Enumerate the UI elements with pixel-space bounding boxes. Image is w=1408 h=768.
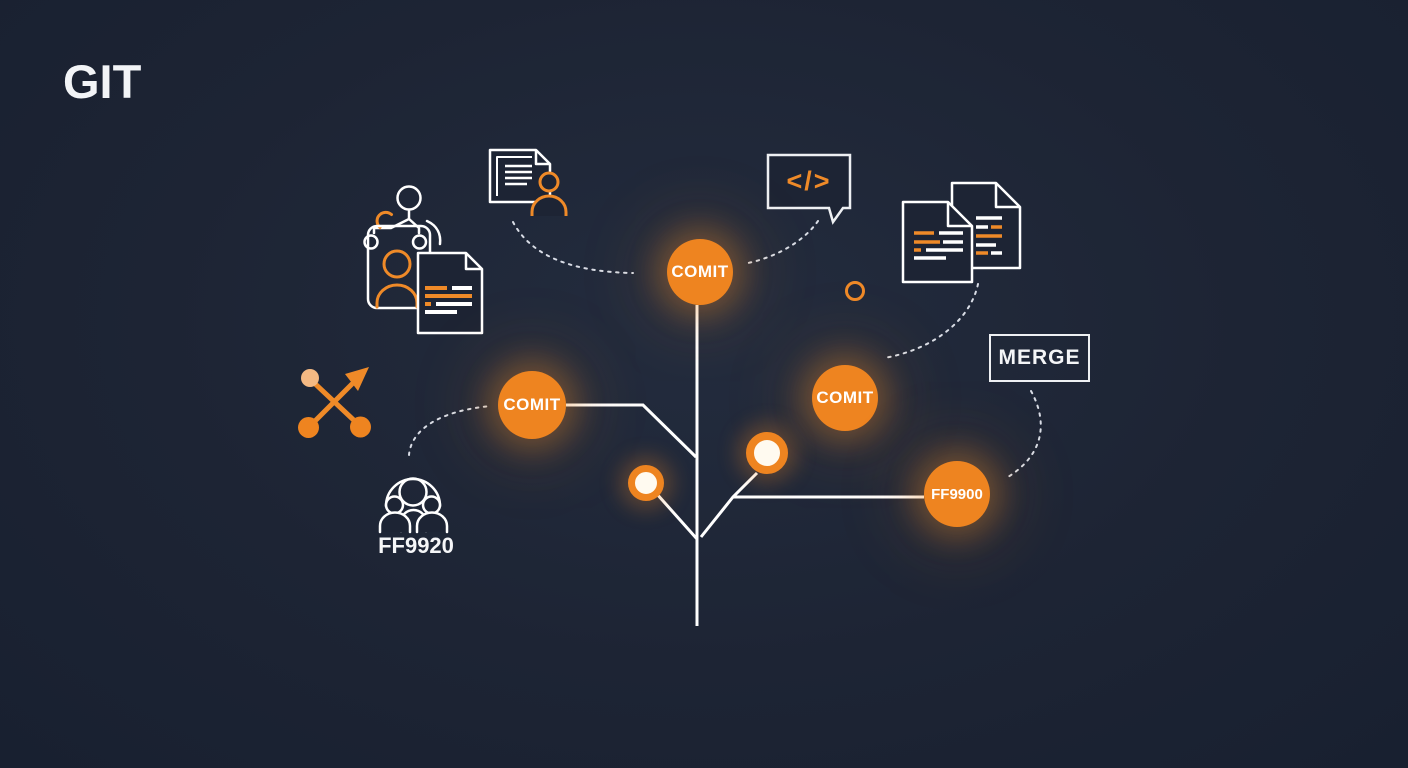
small-circle-outline-icon bbox=[845, 281, 865, 301]
merge-badge-label: MERGE bbox=[998, 346, 1081, 369]
hierarchy-left-connector bbox=[372, 217, 411, 235]
hierarchy-arc bbox=[425, 219, 442, 246]
group-left-shoulders bbox=[378, 511, 412, 534]
cross-dot-right bbox=[350, 416, 371, 438]
cross-dot-left bbox=[298, 417, 319, 438]
cross-line-b bbox=[306, 381, 355, 430]
author-shoulders bbox=[530, 194, 568, 216]
tree-branch-left-commit bbox=[566, 403, 698, 459]
ring-node-left bbox=[628, 465, 664, 501]
document-fold bbox=[464, 253, 482, 271]
arrowhead bbox=[345, 367, 369, 391]
commit-node-top: COMIT bbox=[667, 239, 733, 305]
commit-node-right: COMIT bbox=[812, 365, 878, 431]
tree-branch-right-ring bbox=[699, 471, 759, 538]
member-person-head bbox=[382, 249, 412, 279]
dashed-curve-codebubble-to-top-commit bbox=[747, 220, 819, 264]
stacked-documents-icon bbox=[901, 181, 1022, 284]
author-head bbox=[538, 171, 560, 193]
group-right-shoulders bbox=[415, 511, 449, 534]
front-doc-fold bbox=[946, 202, 972, 228]
tree-branch-left-ring bbox=[654, 492, 699, 540]
back-doc-fold bbox=[994, 183, 1020, 209]
commit-node-label: COMIT bbox=[671, 262, 729, 281]
member-person-shoulders bbox=[375, 283, 419, 309]
document-outline bbox=[416, 251, 484, 335]
dashed-curve-people-to-left-commit bbox=[408, 405, 492, 456]
ring-node-right bbox=[746, 432, 788, 474]
group-left-head bbox=[384, 495, 405, 515]
git-tree-lines bbox=[566, 305, 924, 626]
hierarchy-right-node bbox=[411, 234, 428, 250]
commit-node-label: FF9900 bbox=[931, 485, 983, 503]
doc-inner-border bbox=[496, 156, 532, 196]
people-group-icon bbox=[378, 477, 449, 534]
doc-text-lines bbox=[505, 164, 532, 186]
code-bubble-icon bbox=[766, 153, 852, 225]
merge-badge: MERGE bbox=[989, 334, 1090, 382]
bubble-outline bbox=[766, 153, 852, 225]
team-caption-label: FF9920 bbox=[378, 533, 454, 558]
document-text-lines bbox=[425, 286, 472, 314]
dashed-curve-docs-to-right-commit bbox=[883, 283, 979, 359]
doc-fold bbox=[534, 150, 550, 166]
cross-dot-light bbox=[301, 369, 319, 387]
code-snippet-text: </> bbox=[786, 165, 832, 196]
hierarchy-right-connector bbox=[407, 217, 421, 235]
stick-person-head bbox=[396, 185, 422, 211]
page-title: GIT bbox=[63, 55, 142, 108]
hierarchy-left-node bbox=[363, 234, 379, 250]
document-icon bbox=[416, 251, 484, 335]
commit-node-label: COMIT bbox=[503, 395, 561, 414]
back-doc-text-lines bbox=[976, 216, 1002, 255]
commit-node-ff9900: FF9900 bbox=[924, 461, 990, 527]
dashed-connectors bbox=[408, 220, 1042, 478]
commit-node-label: COMIT bbox=[816, 388, 874, 407]
dashed-curve-merge-to-ff9900 bbox=[1007, 390, 1042, 478]
commit-node-left: COMIT bbox=[498, 371, 566, 439]
crossed-arrows-icon bbox=[298, 367, 371, 438]
dashed-curve-docperson-to-top-commit bbox=[512, 221, 634, 274]
group-center-head bbox=[398, 477, 428, 507]
document-person-icon bbox=[488, 148, 568, 216]
group-right-head bbox=[421, 495, 442, 515]
front-doc-text-lines bbox=[914, 231, 963, 260]
